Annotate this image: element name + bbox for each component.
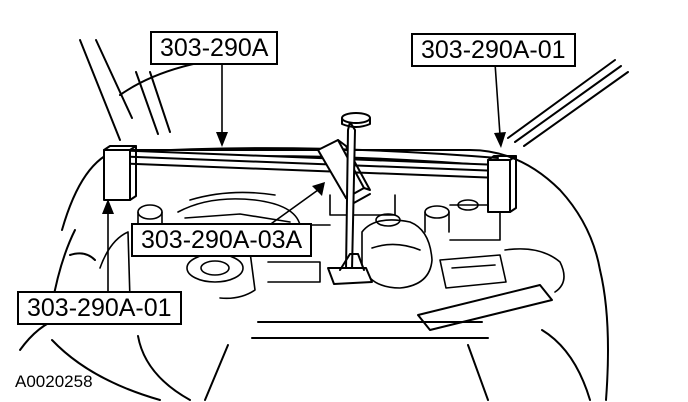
callout-left-support: 303-290A-01	[17, 291, 182, 325]
lifting-rod	[327, 112, 373, 285]
callout-right-support: 303-290A-01	[411, 33, 576, 67]
right-support-foot	[487, 155, 517, 213]
callout-tool-main: 303-290A	[150, 31, 279, 65]
leader-right-support	[494, 62, 501, 136]
engine-components	[99, 191, 565, 301]
leader-adapter	[267, 189, 319, 227]
callout-adapter: 303-290A-03A	[131, 223, 313, 257]
hood-prop-rods	[507, 59, 629, 147]
figure-id: A0020258	[15, 372, 93, 391]
leader-lines	[107, 62, 501, 293]
left-support-foot	[103, 145, 137, 201]
leader-arrowheads	[102, 132, 506, 214]
